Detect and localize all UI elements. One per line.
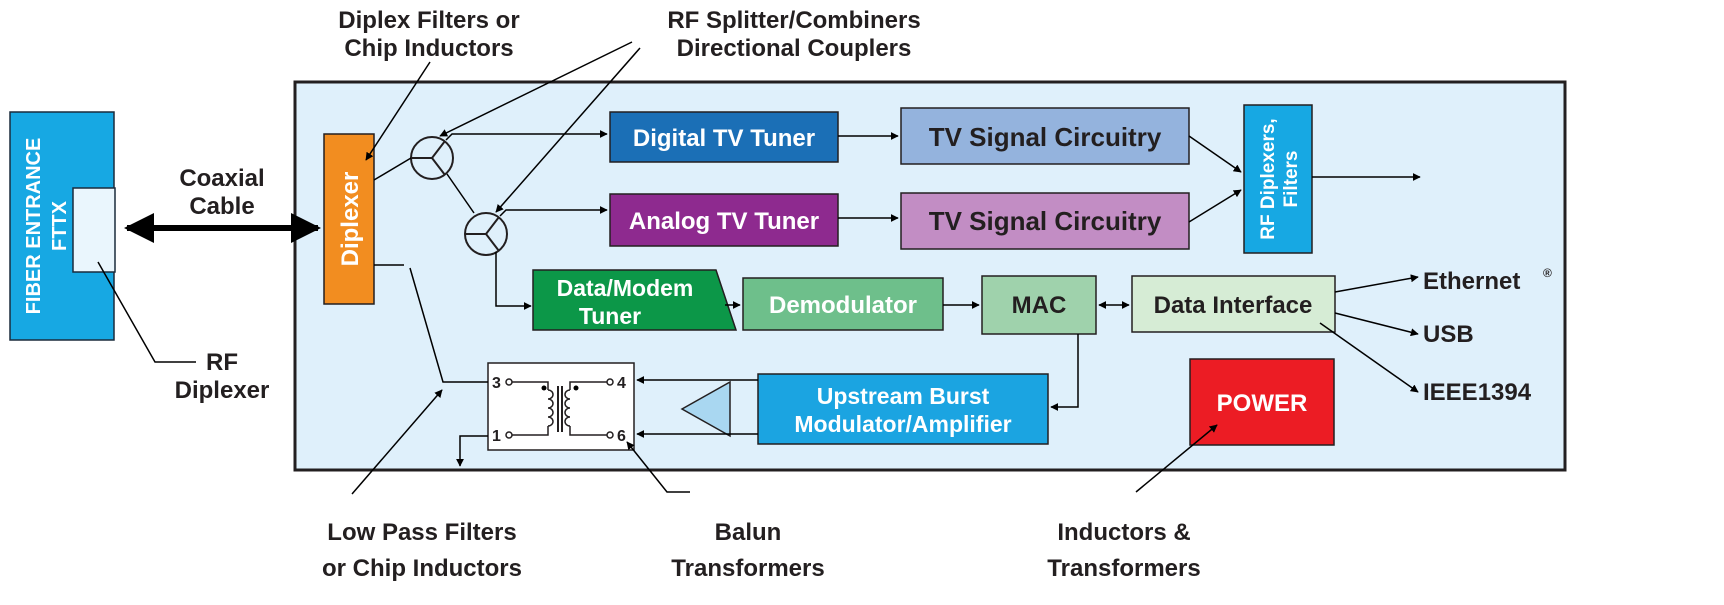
registered-mark: ® [1543, 266, 1552, 280]
data-modem-label: Data/Modem [557, 275, 694, 301]
balun-windings [505, 378, 614, 439]
ieee1394-label: IEEE1394 [1423, 379, 1532, 406]
usb-label: USB [1423, 321, 1474, 348]
mac-label: MAC [1012, 292, 1067, 319]
inductors-label-2: Transformers [1047, 555, 1200, 582]
data-interface-block [1131, 275, 1336, 333]
diplexer-label: Diplexer [337, 172, 364, 267]
ethernet-arrow [1334, 274, 1419, 293]
diplexer-to-splitter1 [373, 157, 412, 181]
analog-tv-tuner-block [609, 193, 839, 247]
rf-diplexer-label-1: RF [206, 349, 238, 376]
fiber-entrance-label: FIBER ENTRANCE [23, 138, 45, 315]
tv-signal-circuitry-2 [900, 192, 1190, 250]
digital-tv-tuner-block [609, 111, 839, 163]
tv-signal-circuitry-1-label: TV Signal Circuitry [929, 122, 1162, 152]
diplex-filters-label-1: Diplex Filters or [338, 7, 519, 34]
tuner-label: Tuner [579, 303, 641, 329]
balun-dot-left [541, 385, 547, 391]
splitter2-to-analog-tuner [499, 206, 608, 217]
analog-tv-tuner-label: Analog TV Tuner [629, 208, 819, 235]
data-interface-label: Data Interface [1154, 292, 1313, 319]
splitter1-to-digital-tuner [445, 130, 608, 141]
balun-dot-right [573, 385, 579, 391]
balun-leader [626, 441, 690, 493]
low-pass-leader [351, 389, 443, 495]
rf-diplexers-filters-block [1243, 104, 1313, 254]
low-pass-label-1: Low Pass Filters [327, 519, 516, 546]
filters-label: Filters [1281, 150, 1302, 207]
ethernet-label: Ethernet [1423, 268, 1520, 295]
rf-splitter-leader-2 [495, 47, 641, 213]
mac-block [981, 275, 1097, 335]
diplexer-block [323, 133, 375, 305]
mac-to-upstream [1050, 334, 1079, 411]
ieee1394-arrow [1319, 322, 1419, 393]
power-label: POWER [1217, 390, 1308, 417]
usb-arrow [1334, 312, 1419, 337]
pin-1-label: 1 [492, 428, 501, 445]
splitter1-to-splitter2 [446, 173, 475, 214]
balun-label-1: Balun [715, 519, 782, 546]
digital-tv-tuner-label: Digital TV Tuner [633, 125, 815, 152]
balun-to-diplexer [409, 267, 488, 383]
pin-6-label: 6 [617, 428, 626, 445]
upstream-burst-label: Upstream Burst [817, 383, 990, 409]
diplex-filters-label-2: Chip Inductors [344, 35, 513, 62]
rf-diplexer-label-2: Diplexer [175, 377, 270, 404]
splitter-2-symbol [466, 216, 500, 252]
splitter-1-symbol [412, 140, 446, 176]
pin-4-label: 4 [617, 375, 626, 392]
fiber-entrance-block: FIBER ENTRANCE FTTX [9, 111, 116, 341]
fttx-label: FTTX [49, 200, 71, 251]
amplifier-symbol [680, 380, 731, 438]
coaxial-label: Coaxial [179, 165, 264, 192]
rf-diplexer-leader [97, 261, 196, 363]
demodulator-label: Demodulator [769, 292, 917, 319]
inductors-leader [1135, 424, 1218, 493]
rf-splitter-label-2: Directional Couplers [677, 35, 912, 62]
tv2-to-rf-diplexers [1188, 189, 1242, 223]
low-pass-label-2: or Chip Inductors [322, 555, 522, 582]
upstream-burst-modulator-block [757, 373, 1049, 445]
diplex-filters-leader [365, 61, 431, 161]
rf-splitter-leader-1 [439, 41, 633, 137]
modulator-amplifier-label: Modulator/Amplifier [794, 411, 1011, 437]
rf-diplexer-insert [72, 187, 116, 273]
splitter2-to-data-tuner [495, 252, 532, 310]
rf-splitter-label-1: RF Splitter/Combiners [667, 7, 920, 34]
cable-label: Cable [189, 193, 254, 220]
demodulator-block [742, 277, 944, 331]
pin1-to-ground [456, 435, 488, 467]
tv1-to-rf-diplexers [1188, 135, 1242, 173]
data-modem-tuner-block [532, 269, 738, 331]
rf-diplexers-label: RF Diplexers, [1258, 118, 1279, 239]
tv-signal-circuitry-2-label: TV Signal Circuitry [929, 206, 1162, 236]
inductors-label-1: Inductors & [1057, 519, 1190, 546]
pin-3-label: 3 [492, 375, 501, 392]
balun-label-2: Transformers [671, 555, 824, 582]
